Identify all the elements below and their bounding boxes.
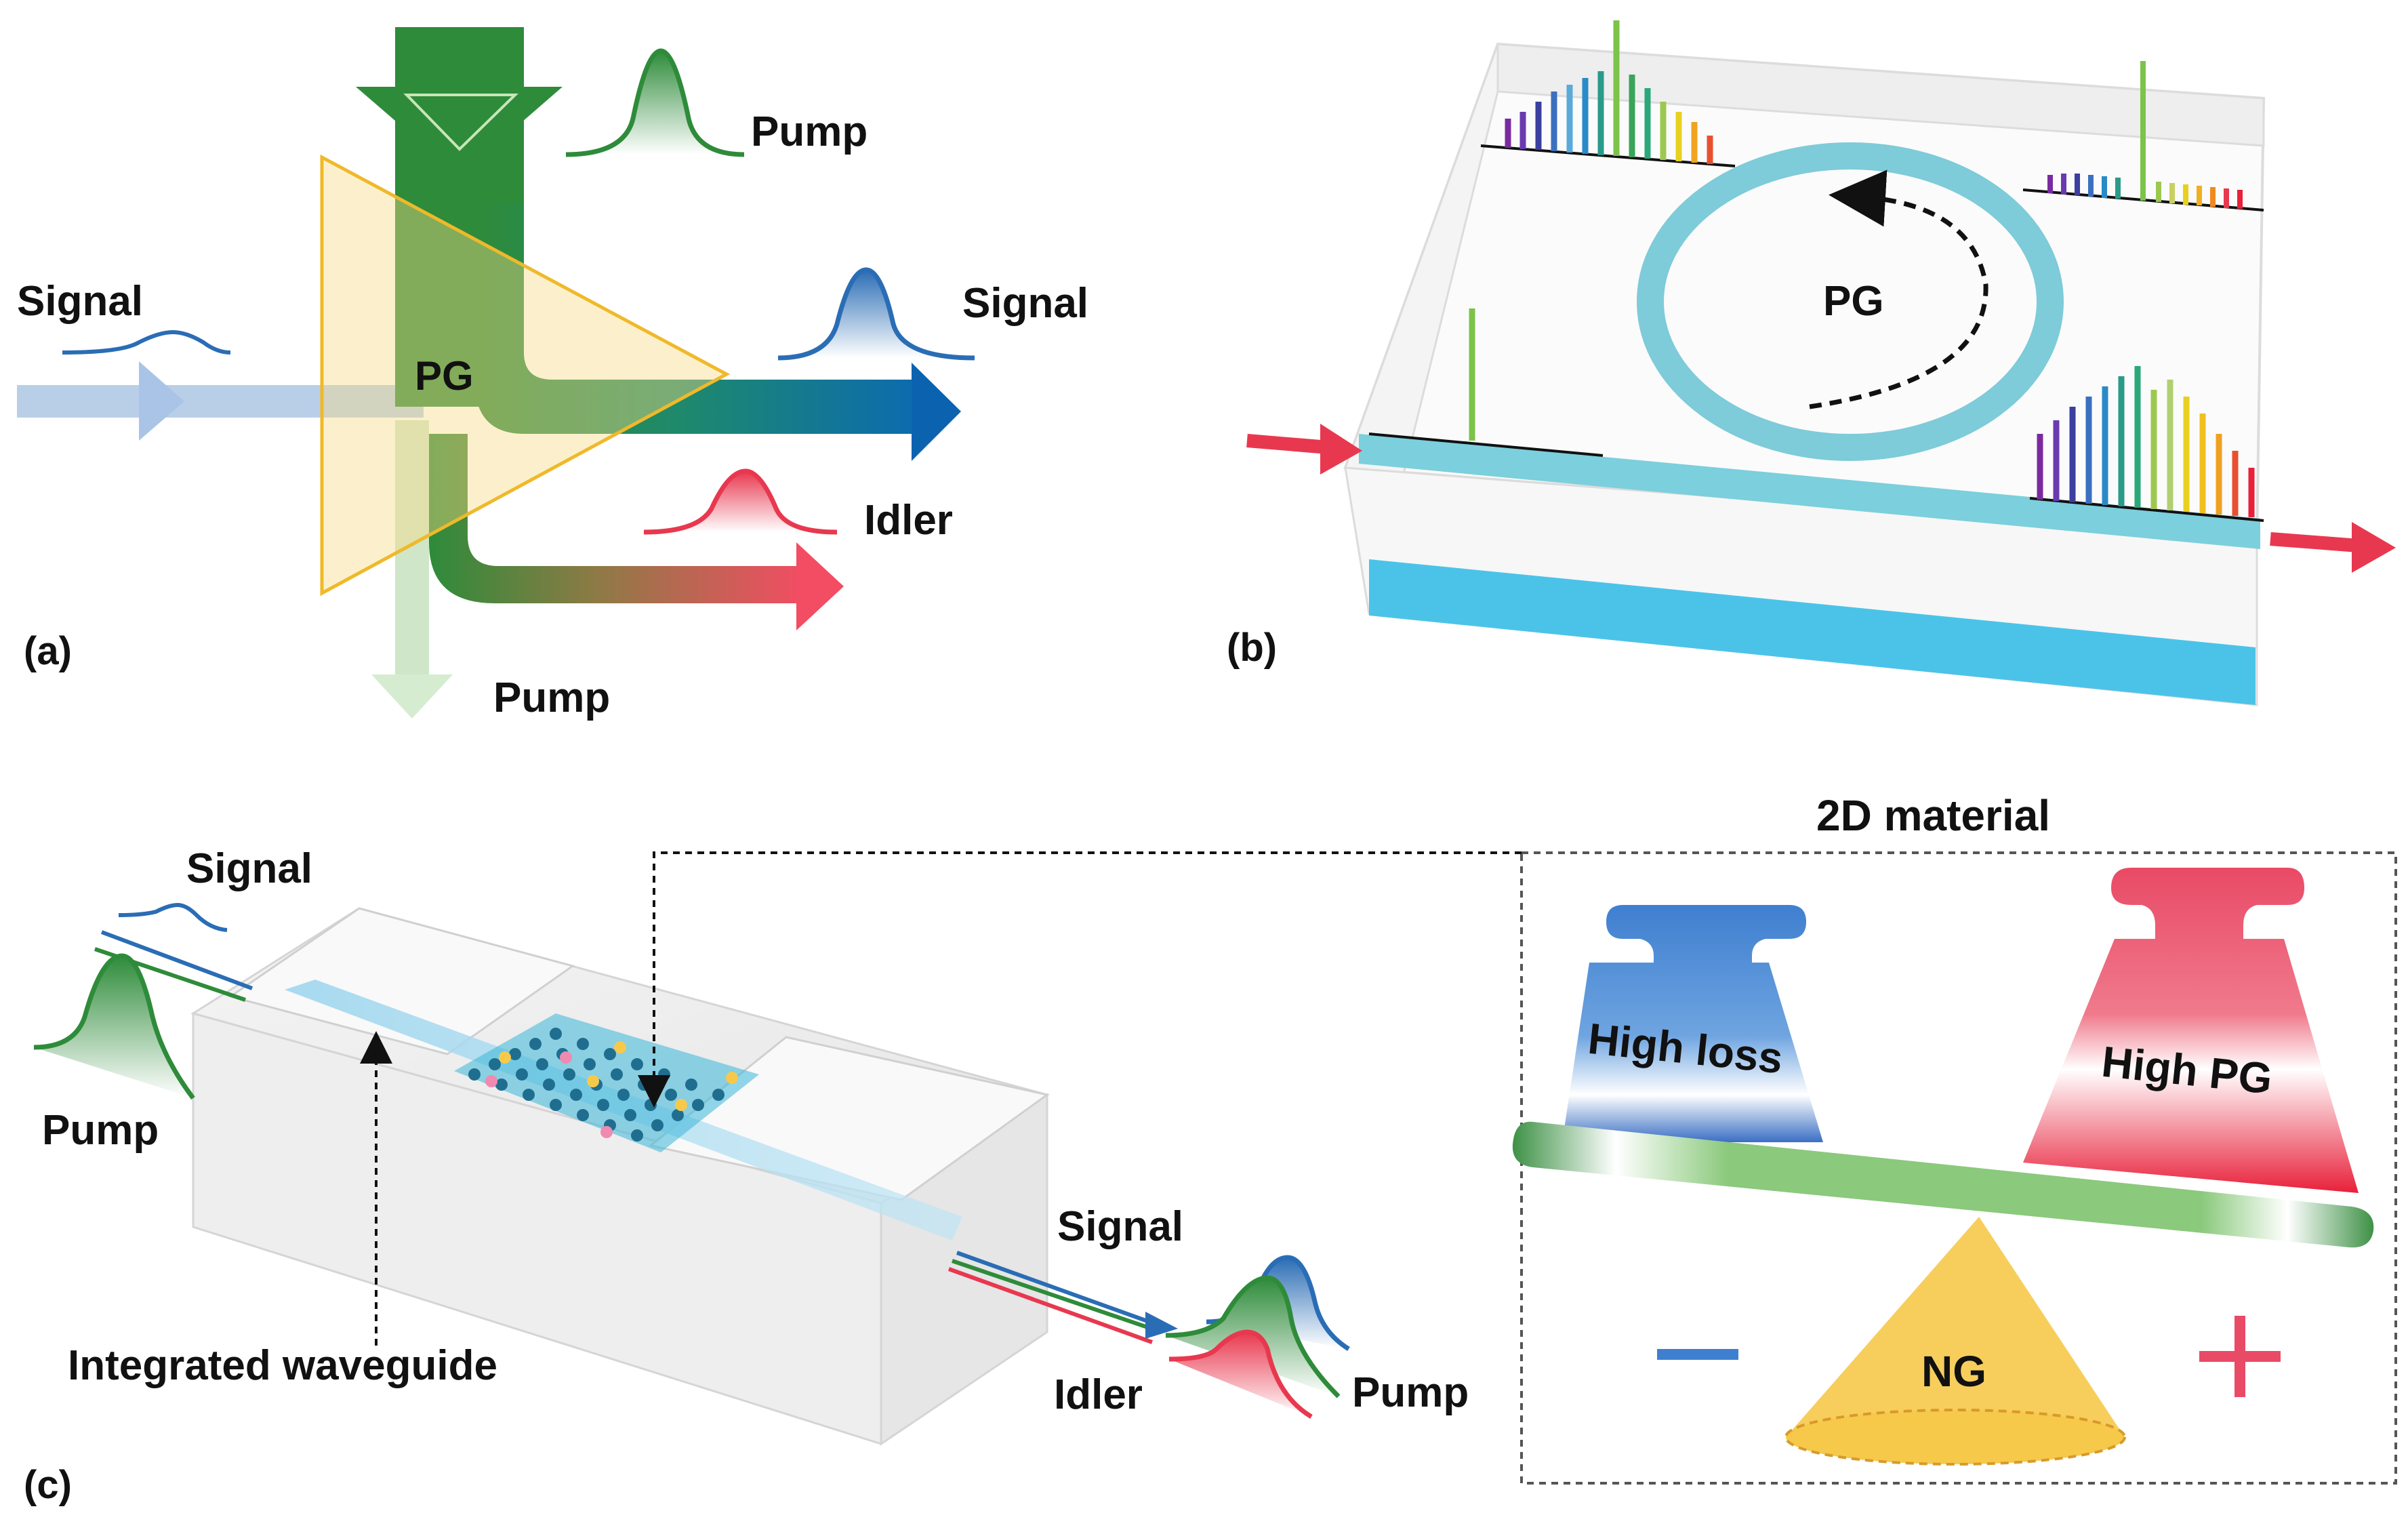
ring-label: PG — [1823, 278, 1884, 325]
output-arrowhead — [2352, 522, 2396, 573]
signal-out-label-c: Signal — [1057, 1203, 1183, 1250]
plus-sign-vertical — [2234, 1316, 2245, 1397]
bus-waveguide — [1359, 434, 2260, 549]
pump-in-label-c: Pump — [42, 1107, 159, 1154]
fulcrum-cone — [1786, 1217, 2125, 1437]
gain-medium-triangle — [320, 154, 731, 597]
high-pg-weight: High PG — [2023, 868, 2359, 1193]
signal-in-pulse — [62, 329, 231, 355]
signal-in-label: Signal — [17, 278, 143, 325]
gain-label: PG — [415, 353, 474, 399]
microring — [1637, 142, 2064, 461]
signal-input-line — [100, 930, 253, 990]
signal-out-label: Signal — [962, 280, 1088, 327]
signal-in-pulse-c — [118, 902, 228, 932]
idler-output-line — [947, 1267, 1154, 1344]
output-arrowheads — [1145, 1312, 1178, 1339]
signal-input-beam — [17, 385, 424, 418]
pump-input-arrowhead — [356, 87, 563, 176]
pump-out-label-c: Pump — [1352, 1369, 1469, 1416]
high-loss-weight: High loss — [1562, 905, 1823, 1142]
panel-b: PG — [1227, 20, 2396, 706]
inset-title: 2D material — [1816, 791, 2050, 840]
comb-input — [1368, 308, 1604, 457]
signal-output-beam — [474, 203, 918, 434]
comb-top-right — [2022, 61, 2264, 211]
input-arrowhead — [1320, 424, 1362, 475]
chip-substrate — [1369, 559, 2256, 705]
panel-b-label: (b) — [1227, 626, 1277, 670]
pump-in-pulse-c — [33, 953, 195, 1100]
idler-out-pulse-c — [1168, 1329, 1313, 1419]
minus-sign — [1657, 1349, 1738, 1360]
signal-out-pulse — [777, 267, 975, 361]
fulcrum-base — [1784, 1409, 2126, 1466]
panel-c-label: (c) — [24, 1463, 72, 1507]
idler-out-label-c: Idler — [1054, 1371, 1143, 1418]
pump-residual-arrowhead — [371, 674, 453, 719]
pump-in-pulse — [565, 48, 745, 157]
idler-output-beam — [429, 434, 803, 603]
idler-pulse — [643, 468, 838, 535]
panel-c: Signal Pump Signal Idler Pump Integrated… — [24, 791, 2397, 1507]
signal-output-line — [956, 1251, 1160, 1327]
panel-a-label: (a) — [24, 629, 72, 673]
idler-label: Idler — [864, 497, 953, 544]
comb-output — [2029, 366, 2264, 522]
output-arrow-shaft — [2270, 532, 2359, 552]
inset-connector — [638, 851, 1522, 1108]
pump-in-label: Pump — [751, 108, 868, 155]
pump-out-label: Pump — [493, 674, 610, 721]
comb-top-left — [1480, 20, 1736, 167]
idler-output-arrowhead — [796, 542, 844, 630]
inset-frame — [1520, 851, 2397, 1485]
input-arrow-shaft — [1246, 434, 1329, 454]
signal-output-arrowhead — [912, 363, 961, 461]
panel-a: PG Pump Signal Signal Idler Pump (a) — [17, 27, 1088, 721]
2d-material-lattice — [454, 1013, 759, 1152]
pump-output-line — [952, 1259, 1156, 1332]
fulcrum-label: NG — [1921, 1347, 1986, 1396]
pump-arrowhead-highlight — [403, 94, 518, 151]
signal-in-label-c: Signal — [186, 845, 312, 892]
circulation-arrow — [1809, 169, 1988, 409]
signal-input-arrowhead — [139, 361, 184, 441]
balance-beam — [1512, 1121, 2374, 1248]
waveguide-label: Integrated waveguide — [68, 1342, 497, 1389]
